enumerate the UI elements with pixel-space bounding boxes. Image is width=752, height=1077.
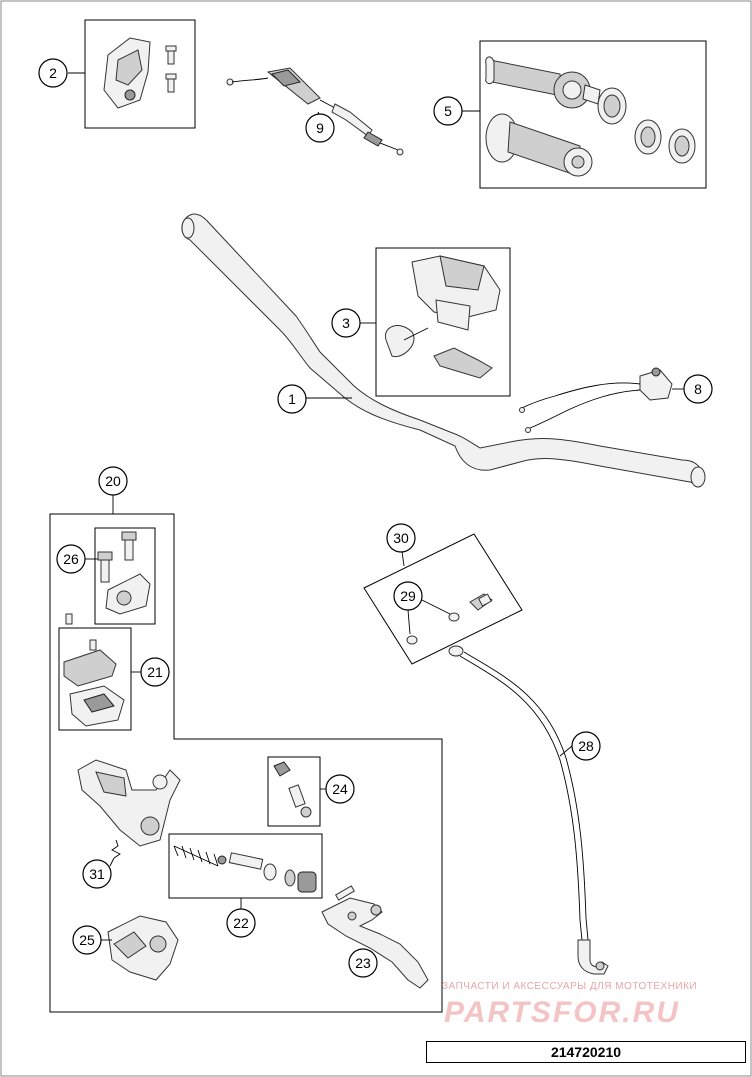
callout-21-label: 21: [147, 664, 163, 680]
callout-22: 22: [226, 908, 256, 938]
callout-29-label: 29: [400, 588, 416, 604]
lever-part-23: [321, 885, 429, 989]
group-part-5: [462, 40, 707, 189]
master-cylinder-body: [77, 759, 181, 867]
group-part-9: [226, 67, 404, 156]
callout-28: 28: [571, 731, 601, 761]
watermark-tagline: ЗАПЧАСТИ И АКСЕССУАРЫ ДЛЯ МОТОТЕХНИКИ: [442, 981, 698, 992]
callout-26-label: 26: [63, 551, 79, 567]
group-part-3: [360, 247, 511, 397]
callout-5-label: 5: [444, 103, 452, 119]
hose-part-28: [448, 645, 609, 975]
group-part-24: [267, 756, 326, 827]
callout-31-label: 31: [89, 866, 105, 882]
callout-31: 31: [82, 859, 112, 889]
callout-1: 1: [277, 384, 307, 414]
callout-24: 24: [325, 774, 355, 804]
group-part-20: [49, 495, 443, 1013]
watermark-logo: PARTSFOR.RU: [444, 996, 680, 1029]
callout-9-label: 9: [316, 120, 324, 136]
callout-20: 20: [98, 466, 128, 496]
callout-23: 23: [348, 948, 378, 978]
callout-29: 29: [393, 581, 423, 611]
callout-8: 8: [683, 374, 713, 404]
callout-2-label: 2: [49, 65, 57, 81]
group-part-21: [58, 613, 141, 731]
callout-21: 21: [140, 657, 170, 687]
callout-25-label: 25: [79, 932, 95, 948]
drawing-number: 214720210: [426, 1041, 746, 1063]
group-part-2: [68, 19, 196, 129]
callout-24-label: 24: [332, 781, 348, 797]
callout-22-label: 22: [233, 915, 249, 931]
group-part-22: [168, 833, 323, 909]
callout-30: 30: [386, 523, 416, 553]
callout-2: 2: [38, 58, 68, 88]
callout-3-label: 3: [342, 315, 350, 331]
group-part-26: [85, 527, 156, 625]
callout-1-label: 1: [288, 391, 296, 407]
callout-8-label: 8: [694, 381, 702, 397]
callout-5: 5: [433, 96, 463, 126]
callout-3: 3: [331, 308, 361, 338]
callout-28-label: 28: [578, 738, 594, 754]
group-part-30: [363, 533, 523, 665]
callout-30-label: 30: [393, 530, 409, 546]
callout-9: 9: [305, 113, 335, 143]
callout-26: 26: [56, 544, 86, 574]
callout-23-label: 23: [355, 955, 371, 971]
callout-20-label: 20: [105, 473, 121, 489]
group-part-25: [101, 915, 179, 981]
group-part-8: [519, 367, 684, 433]
handlebar-part-1: [181, 213, 706, 488]
callout-25: 25: [72, 925, 102, 955]
